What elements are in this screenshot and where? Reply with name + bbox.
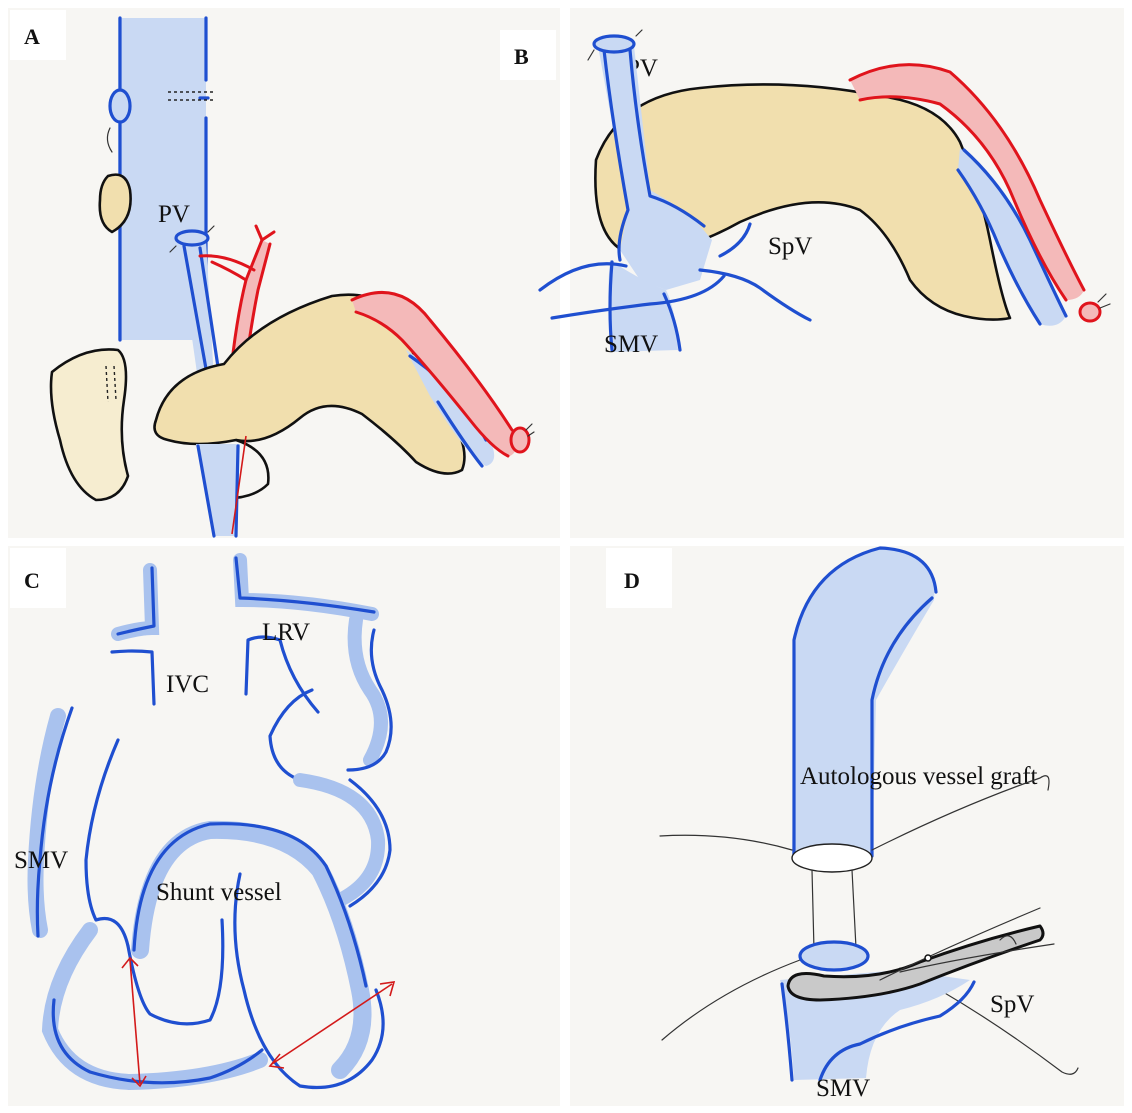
panel-d-graft-label: Autologous vessel graft (800, 763, 1038, 790)
panel-a: A PV (8, 8, 560, 538)
panel-b-letter: B (514, 44, 529, 69)
panel-a-letter: A (24, 24, 40, 49)
panel-c-smv-label: SMV (14, 847, 68, 874)
panel-d-smv-label: SMV (816, 1075, 870, 1102)
panel-c-lrv-label: LRV (262, 619, 310, 646)
panel-c: C LRV IVC SMV Shunt vessel (8, 546, 560, 1106)
panel-c-shunt-label: Shunt vessel (156, 879, 282, 906)
panel-b-smv-label: SMV (604, 331, 658, 358)
panel-b-spv-label: SpV (768, 233, 812, 260)
panel-c-letter: C (24, 568, 40, 593)
panel-c-ivc-label: IVC (166, 671, 209, 698)
panel-b: B PV SpV SMV (500, 8, 1124, 538)
panel-a-pv-label: PV (158, 201, 190, 228)
panel-d-spv-label: SpV (990, 991, 1034, 1018)
panel-d: D Autologous vessel graft SpV SMV (570, 546, 1124, 1106)
panel-d-letter: D (624, 568, 640, 593)
